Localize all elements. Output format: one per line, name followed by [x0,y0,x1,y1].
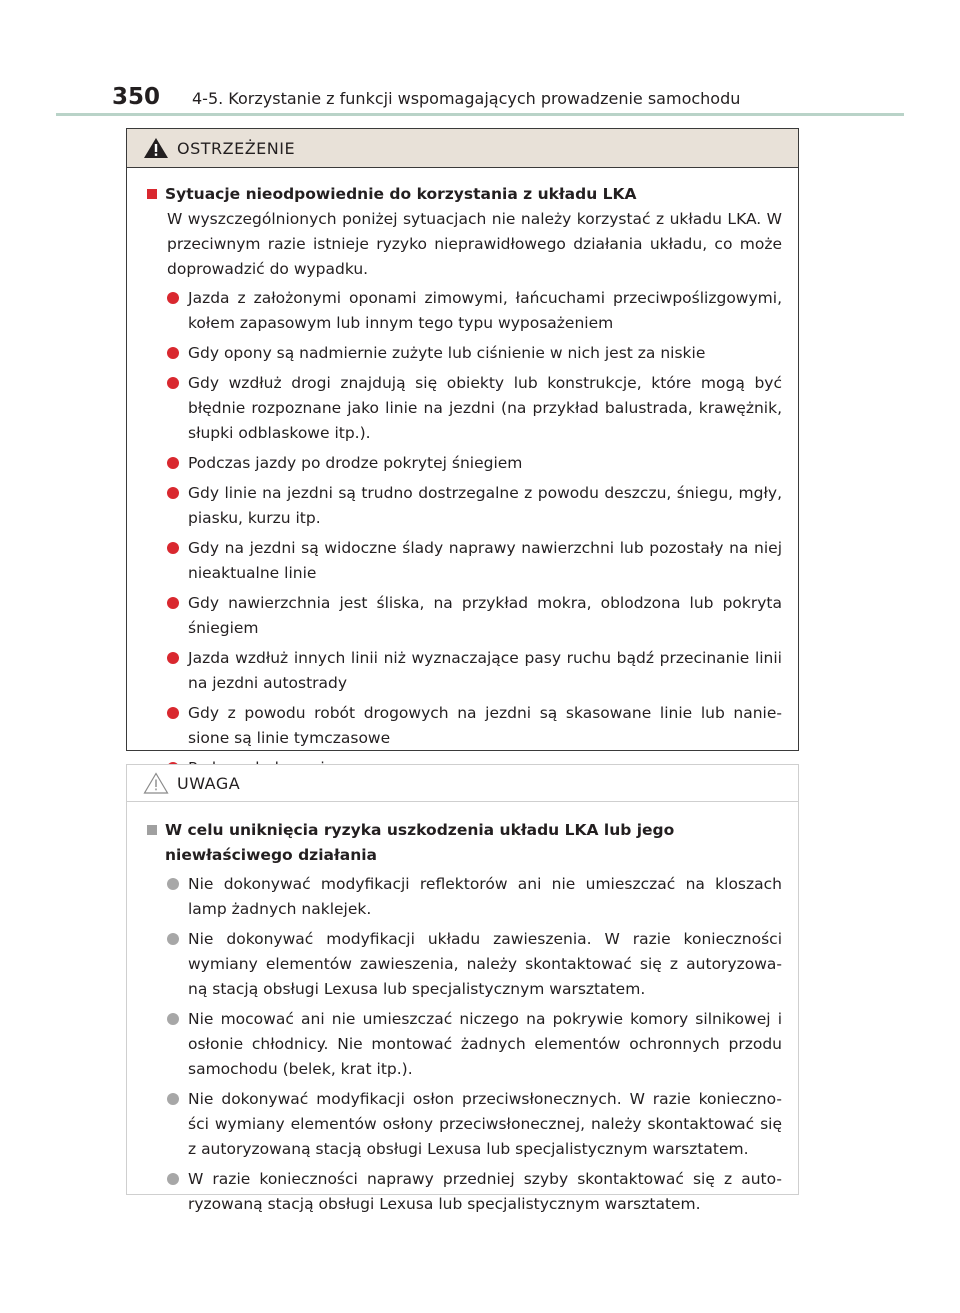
round-bullet-icon [167,347,179,359]
list-item: Gdy opony są nadmiernie zużyte lub ciśni… [167,341,782,366]
notice-section-title: W celu uniknięcia ryzyka uszkodzenia ukł… [147,818,782,868]
warning-header: OSTRZEŻENIE [127,129,798,168]
list-item: Gdy wzdłuż drogi znajdują się obiekty lu… [167,371,782,446]
round-bullet-icon [167,487,179,499]
list-item: Jazda z założonymi oponami zimowymi, łań… [167,286,782,336]
round-bullet-icon [167,1093,179,1105]
square-bullet-icon [147,189,157,199]
round-bullet-icon [167,542,179,554]
square-bullet-icon [147,825,157,835]
list-item: Gdy z powodu robót drogowych na jezdni s… [167,701,782,751]
list-item: Nie mocować ani nie umieszczać niczego n… [167,1007,782,1082]
warning-triangle-icon [144,138,168,158]
notice-label: UWAGA [177,773,241,793]
chapter-title: 4-5. Korzystanie z funkcji wspomagającyc… [192,89,741,108]
list-item: Nie dokonywać modyfikacji układu zawiesz… [167,927,782,1002]
round-bullet-icon [167,878,179,890]
header-divider [56,113,904,116]
round-bullet-icon [167,933,179,945]
warning-label: OSTRZEŻENIE [177,138,296,158]
list-item: Podczas jazdy po drodze pokrytej śniegie… [167,451,782,476]
list-item: Gdy linie na jezdni są trudno dostrzegal… [167,481,782,531]
list-item: Gdy na jezdni są widoczne ślady naprawy … [167,536,782,586]
round-bullet-icon [167,292,179,304]
round-bullet-icon [167,1013,179,1025]
round-bullet-icon [167,652,179,664]
page-number: 350 [112,84,161,110]
list-item: W razie konieczności naprawy przedniej s… [167,1167,782,1217]
caution-triangle-icon [143,772,169,794]
list-item: Nie dokonywać modyfikacji osłon przeciws… [167,1087,782,1162]
list-item: Jazda wzdłuż innych linii niż wyznaczają… [167,646,782,696]
warning-list: Jazda z założonymi oponami zimowymi, łań… [147,286,782,781]
notice-list: Nie dokonywać modyfikacji reflektorów an… [147,872,782,1217]
round-bullet-icon [167,597,179,609]
page-header: 350 4-5. Korzystanie z funkcji wspomagaj… [112,84,740,114]
list-item: Nie dokonywać modyfikacji reflektorów an… [167,872,782,922]
round-bullet-icon [167,377,179,389]
notice-header: UWAGA [127,765,798,802]
round-bullet-icon [167,457,179,469]
warning-section-title: Sytuacje nieodpowiednie do korzystania z… [147,182,782,207]
warning-box: OSTRZEŻENIE Sytuacje nieodpowiednie do k… [126,128,799,777]
warning-intro: W wyszczególnionych poniżej sytuacjach n… [167,210,782,278]
round-bullet-icon [167,1173,179,1185]
notice-box: UWAGA W celu uniknięcia ryzyka uszkodzen… [126,764,799,1213]
list-item: Gdy nawierzchnia jest śliska, na przykła… [167,591,782,641]
round-bullet-icon [167,707,179,719]
